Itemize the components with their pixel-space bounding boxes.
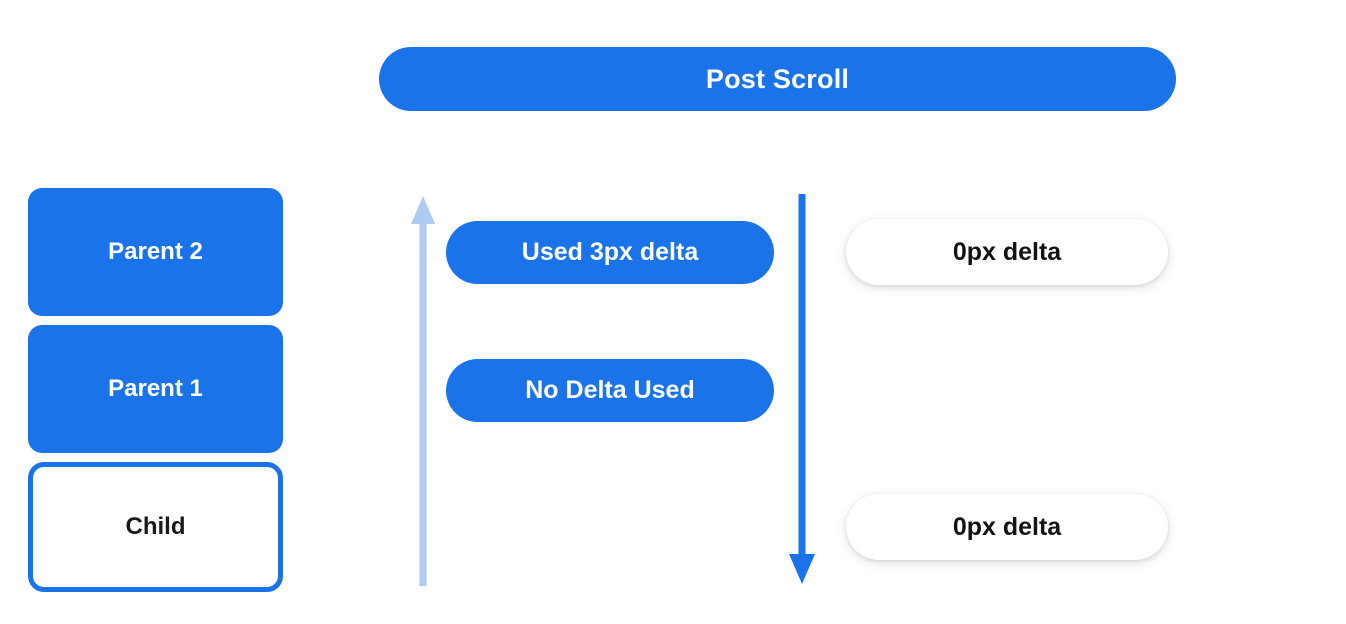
annotation-0px-delta-bottom: 0px delta xyxy=(846,494,1168,560)
stack-box-parent-1-label: Parent 1 xyxy=(108,375,203,402)
post-scroll-header-label: Post Scroll xyxy=(705,63,850,94)
annotation-used-3px-delta-label: Used 3px delta xyxy=(521,238,699,266)
annotation-no-delta-used: No Delta Used xyxy=(446,359,774,422)
stack-box-parent-1[interactable]: Parent 1 xyxy=(28,325,283,453)
annotation-0px-delta-top-label: 0px delta xyxy=(952,237,1062,266)
annotation-used-3px-delta: Used 3px delta xyxy=(446,221,774,284)
annotation-no-delta-used-label: No Delta Used xyxy=(525,376,695,404)
annotation-0px-delta-bottom-label: 0px delta xyxy=(952,512,1062,541)
annotation-0px-delta-top: 0px delta xyxy=(846,219,1168,285)
stack-box-parent-2-label: Parent 2 xyxy=(108,238,203,265)
stack-box-parent-2[interactable]: Parent 2 xyxy=(28,188,283,316)
scroll-down-arrow-icon xyxy=(786,194,818,586)
stack-box-child[interactable]: Child xyxy=(28,462,283,592)
scroll-up-arrow-icon xyxy=(407,194,439,586)
post-scroll-header: Post Scroll xyxy=(379,47,1176,111)
stack-box-child-label: Child xyxy=(125,513,186,540)
